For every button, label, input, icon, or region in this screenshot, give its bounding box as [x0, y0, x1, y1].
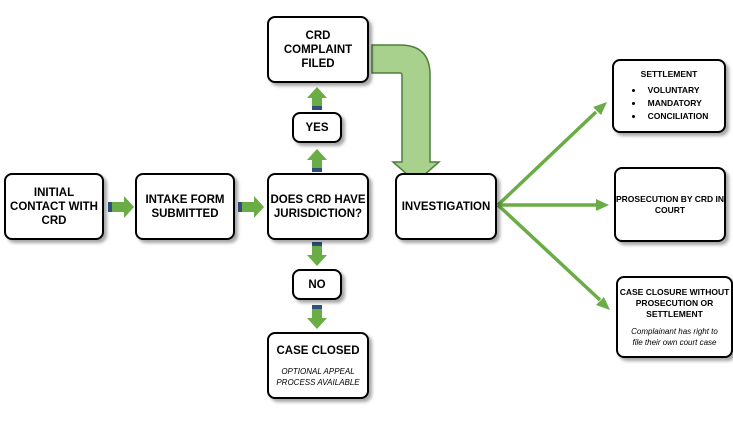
curved-arrow-complaint-to-investigation [371, 44, 442, 183]
case-closed-box: CASE CLOSED OPTIONAL APPEAL PROCESS AVAI… [267, 332, 369, 399]
complaint-filed-label: CRD COMPLAINT FILED [283, 29, 353, 70]
arrow-investigation-to-settlement [496, 110, 598, 207]
fan-out-arrows [496, 110, 602, 302]
settlement-option: MANDATORY [644, 97, 709, 110]
arrow-no-to-case-closed [307, 305, 327, 329]
case-closure-box: CASE CLOSURE WITHOUT PROSECUTION OR SETT… [616, 276, 733, 358]
settlement-options-list: VOLUNTARY MANDATORY CONCILIATION [630, 84, 709, 123]
jurisdiction-question-label: DOES CRD HAVE JURISDICTION? [270, 193, 366, 220]
yes-box: YES [292, 112, 342, 143]
arrow-investigation-to-case-closure [496, 203, 602, 302]
case-closure-title: CASE CLOSURE WITHOUT PROSECUTION OR SETT… [619, 286, 730, 319]
arrow-jurisdiction-to-yes [307, 149, 327, 172]
case-closed-note: OPTIONAL APPEAL PROCESS AVAILABLE [276, 366, 360, 387]
investigation-label: INVESTIGATION [401, 200, 491, 213]
complaint-filed-box: CRD COMPLAINT FILED [267, 16, 369, 83]
arrowhead-case-closure [596, 297, 610, 310]
prosecution-box: PROSECUTION BY CRD IN COURT [614, 167, 726, 242]
no-box: NO [292, 269, 342, 300]
intake-form-label: INTAKE FORM SUBMITTED [145, 193, 225, 220]
arrow-yes-to-complaint [307, 87, 327, 110]
settlement-option: CONCILIATION [644, 110, 709, 123]
arrow-intake-to-jurisdiction [238, 196, 264, 218]
no-label: NO [308, 278, 326, 291]
initial-contact-label: INITIAL CONTACT WITH CRD [10, 186, 98, 227]
jurisdiction-question-box: DOES CRD HAVE JURISDICTION? [267, 173, 369, 240]
arrowhead-prosecution [596, 199, 609, 211]
arrow-initial-to-intake [108, 196, 134, 218]
arrowhead-settlement [593, 102, 607, 115]
investigation-box: INVESTIGATION [395, 173, 497, 240]
settlement-option: VOLUNTARY [644, 84, 709, 97]
intake-form-box: INTAKE FORM SUBMITTED [135, 173, 235, 240]
initial-contact-box: INITIAL CONTACT WITH CRD [4, 173, 104, 240]
settlement-title: SETTLEMENT [640, 69, 698, 79]
yes-label: YES [305, 121, 329, 134]
settlement-box: SETTLEMENT VOLUNTARY MANDATORY CONCILIAT… [612, 59, 726, 133]
case-closed-title: CASE CLOSED [276, 344, 360, 357]
prosecution-label: PROSECUTION BY CRD IN COURT [616, 193, 724, 215]
arrow-jurisdiction-to-no [307, 242, 327, 266]
case-closure-note: Complainant has right to file their own … [631, 326, 718, 347]
